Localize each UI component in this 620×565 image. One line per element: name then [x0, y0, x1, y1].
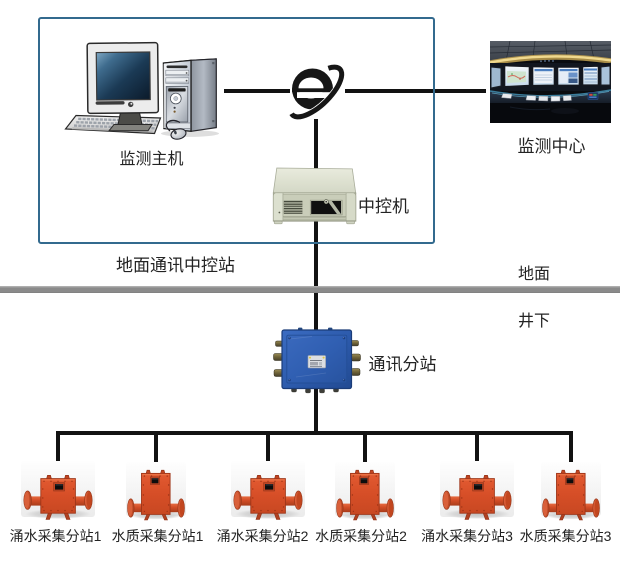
controller-label: 中控机: [358, 197, 409, 216]
ground-station-box: [38, 17, 435, 244]
host-label: 监测主机: [119, 151, 184, 168]
drop-line-6: [569, 433, 573, 471]
device-label-3: 涌水采集分站2: [216, 528, 309, 544]
control-room-photo: [490, 41, 611, 123]
surface-label: 地面: [517, 266, 550, 283]
device-flow-collector-2: [230, 458, 306, 522]
connector-controller-to-substation: [314, 221, 318, 331]
monitor-host-illustration: [64, 41, 219, 140]
surface-divider-bar: [0, 286, 620, 293]
underground-label: 井下: [517, 313, 550, 330]
device-flow-collector-1: [20, 458, 96, 522]
device-label-4: 水质采集分站2: [315, 528, 407, 544]
device-quality-collector-3: [539, 458, 603, 522]
internet-e-icon: [289, 63, 345, 121]
device-label-5: 涌水采集分站3: [421, 528, 513, 544]
drop-line-3: [266, 433, 270, 476]
drop-line-2: [153, 433, 158, 471]
monitoring-center-label: 监测中心: [517, 137, 586, 156]
bus-line: [56, 431, 573, 435]
connector-host-to-internet: [224, 88, 290, 93]
device-label-1: 涌水采集分站1: [9, 528, 102, 544]
device-flow-collector-3: [439, 458, 515, 522]
drop-line-5: [474, 433, 479, 476]
device-quality-collector-2: [333, 458, 397, 522]
ground-station-label: 地面通讯中控站: [116, 256, 235, 275]
drop-line-1: [55, 433, 60, 476]
device-quality-collector-1: [124, 458, 188, 522]
connector-substation-to-bus: [314, 388, 318, 435]
substation-label: 通讯分站: [368, 355, 437, 374]
drop-line-4: [362, 433, 367, 471]
connector-internet-to-center: [345, 88, 486, 93]
rack-server-illustration: [272, 167, 357, 225]
device-label-6: 水质采集分站3: [519, 528, 612, 544]
connector-internet-to-controller: [314, 119, 318, 169]
substation-device-illustration: [273, 327, 361, 394]
device-label-2: 水质采集分站1: [111, 528, 204, 544]
